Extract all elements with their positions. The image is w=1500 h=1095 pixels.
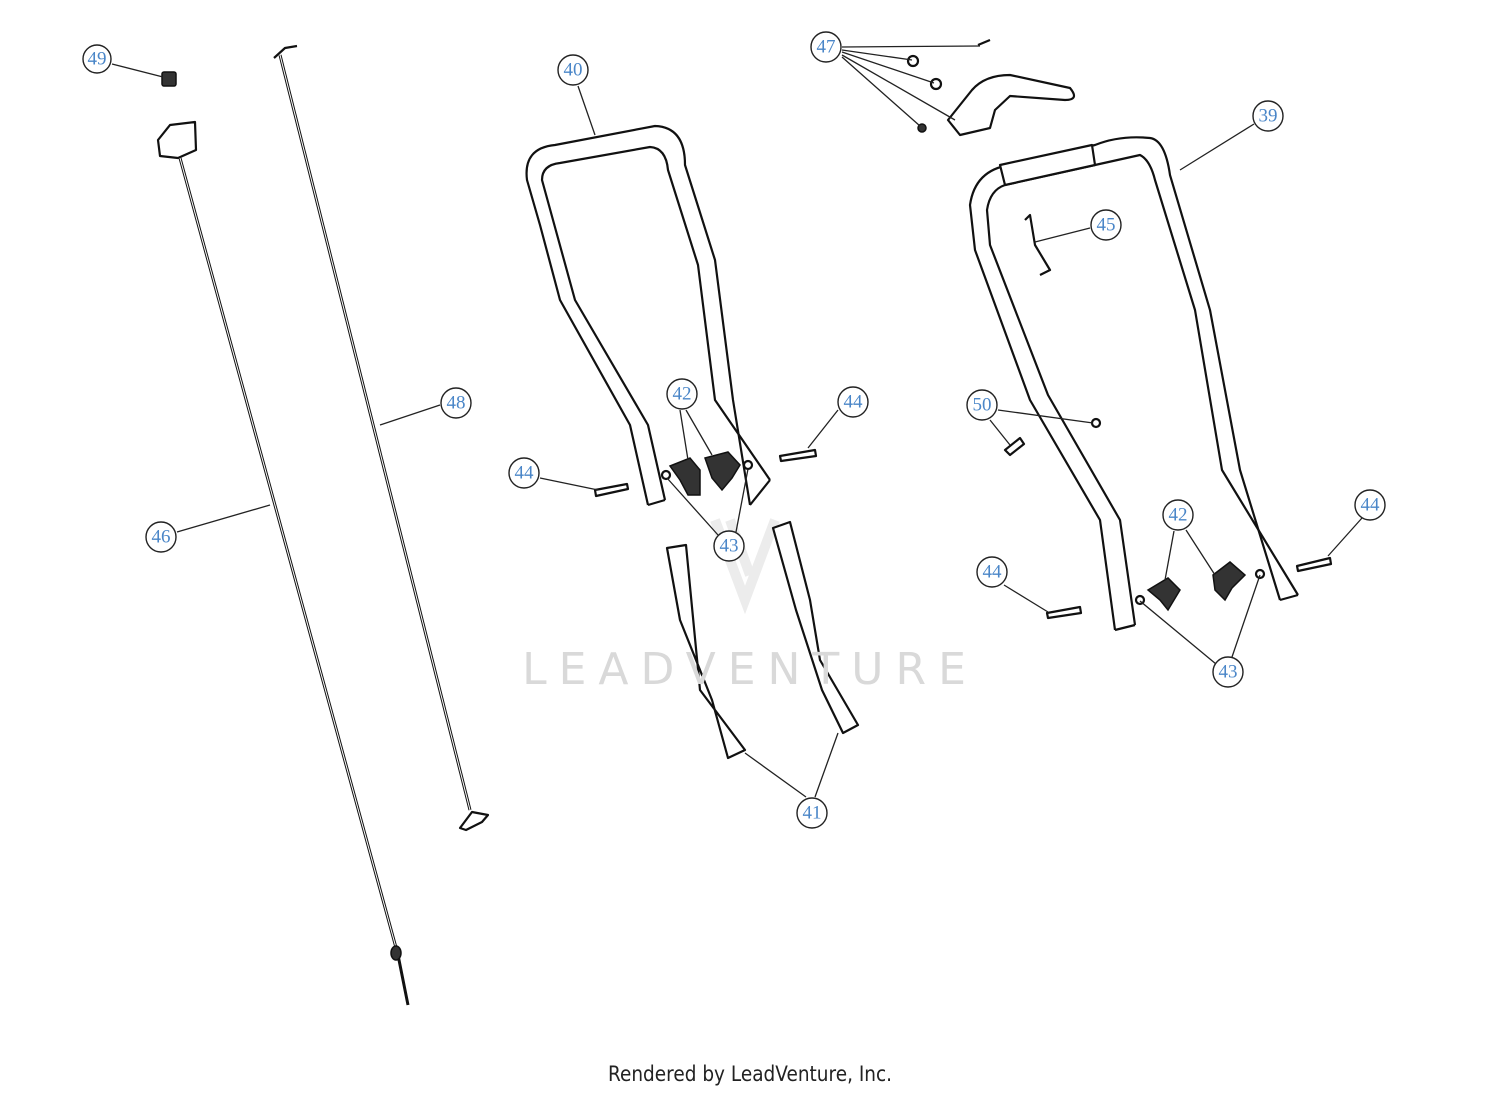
svg-text:50: 50 — [973, 395, 992, 416]
svg-text:44: 44 — [1361, 495, 1381, 516]
callout-43-left[interactable]: 43 — [713, 530, 745, 562]
callout-41[interactable]: 41 — [796, 797, 828, 829]
svg-text:46: 46 — [152, 527, 171, 548]
part-42-knobs-left — [660, 451, 754, 496]
part-42-knobs-right — [1134, 561, 1266, 612]
footer-credit: Rendered by LeadVenture, Inc. — [607, 1062, 893, 1086]
svg-text:44: 44 — [983, 562, 1003, 583]
callout-44-right-lower[interactable]: 44 — [976, 556, 1008, 588]
svg-text:42: 42 — [673, 384, 692, 405]
callout-40[interactable]: 40 — [557, 54, 589, 86]
part-49-clip — [161, 71, 177, 87]
svg-text:44: 44 — [515, 463, 535, 484]
leader-lines — [111, 45, 1363, 798]
callout-50[interactable]: 50 — [966, 389, 998, 421]
callout-44-left[interactable]: 44 — [508, 457, 540, 489]
svg-text:49: 49 — [88, 49, 107, 70]
svg-text:48: 48 — [447, 393, 466, 414]
callout-39[interactable]: 39 — [1252, 100, 1284, 132]
part-40-upper-handle — [525, 124, 771, 507]
svg-text:43: 43 — [1219, 662, 1238, 683]
svg-text:42: 42 — [1169, 505, 1188, 526]
part-47-lever — [906, 38, 1076, 137]
watermark: LEADVENTURE — [522, 644, 978, 695]
callout-49[interactable]: 49 — [82, 44, 112, 74]
callout-43-right[interactable]: 43 — [1212, 656, 1244, 688]
svg-text:44: 44 — [844, 392, 864, 413]
callout-44-far-right[interactable]: 44 — [1354, 489, 1386, 521]
part-45-spring — [1024, 213, 1052, 276]
callout-45[interactable]: 45 — [1090, 209, 1122, 241]
svg-text:43: 43 — [720, 536, 739, 557]
part-39-lower-handle — [968, 136, 1299, 632]
svg-text:41: 41 — [803, 803, 822, 824]
svg-text:47: 47 — [817, 37, 836, 58]
callout-48[interactable]: 48 — [440, 387, 472, 419]
part-48-cable — [273, 44, 490, 832]
part-46-cable — [156, 120, 410, 1006]
callout-47[interactable]: 47 — [810, 31, 842, 63]
callout-46[interactable]: 46 — [145, 521, 177, 553]
svg-text:39: 39 — [1259, 106, 1278, 127]
callout-44-right-upper[interactable]: 44 — [837, 386, 869, 418]
callout-42-left[interactable]: 42 — [666, 378, 698, 410]
svg-text:40: 40 — [564, 60, 583, 81]
bolts-44 — [593, 448, 1333, 620]
svg-text:45: 45 — [1097, 215, 1116, 236]
part-41-lower-brackets — [665, 520, 860, 760]
callout-42-right[interactable]: 42 — [1162, 499, 1194, 531]
